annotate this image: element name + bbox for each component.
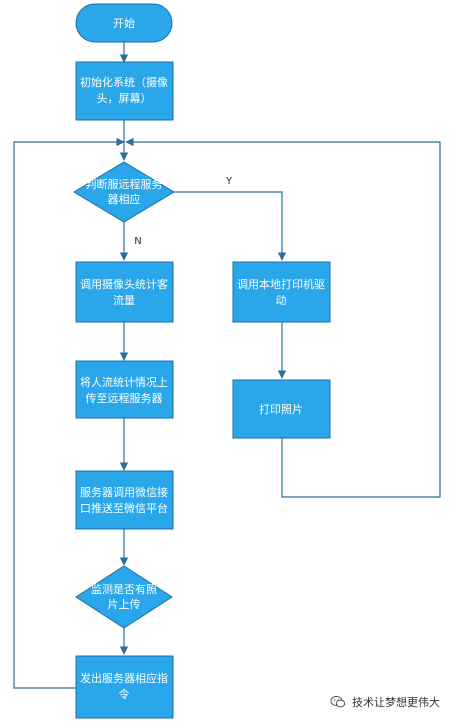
upload-label-line2: 传至远程服务器 (86, 392, 163, 405)
call-camera-label-line1: 调用摄像头统计客 (80, 277, 168, 291)
call-camera-label-line2: 流量 (113, 293, 135, 307)
printer-driver-label-line1: 调用本地打印机驱 (237, 277, 325, 291)
decision1-label-line1: 判断服远程服务 (86, 177, 163, 191)
edge-print-loop-back (125, 137, 441, 498)
start-node (75, 3, 173, 43)
watermark: 技术让梦想更伟大 (330, 694, 440, 710)
yes-label: Y (225, 176, 233, 187)
call-camera-node (75, 261, 174, 323)
push-label-line2: 口推送至微信平台 (80, 501, 168, 515)
decision2-label-line1: 监测是否有照 (91, 582, 157, 596)
push-label-line1: 服务器调用微信接 (80, 485, 168, 499)
print-photo-node (232, 379, 331, 439)
edge-decision1-to-printer (174, 191, 287, 261)
decision1-label-line2: 器相应 (108, 192, 141, 206)
command-node (75, 655, 174, 719)
edge-command-loop-back (13, 137, 125, 689)
push-node (75, 470, 174, 530)
connectors (13, 42, 441, 689)
decision2-label-line2: 片上传 (108, 598, 141, 611)
print-photo-label: 打印照片 (259, 402, 303, 416)
wechat-icon (330, 695, 346, 708)
start-label: 开始 (113, 16, 135, 30)
printer-driver-label-line2: 动 (276, 294, 287, 307)
command-label-line1: 发出服务器相应指 (80, 671, 168, 685)
init-label-line1: 初始化系统（摄像 (80, 75, 168, 89)
no-label: N (134, 236, 141, 247)
decision2-node (75, 565, 173, 629)
decision1-node (73, 161, 175, 223)
upload-node (75, 360, 174, 419)
command-label-line2: 令 (119, 687, 130, 701)
watermark-text: 技术让梦想更伟大 (352, 696, 440, 709)
upload-label-line1: 将人流统计情况上 (80, 375, 168, 389)
init-label-line2: 头，屏幕） (97, 91, 152, 105)
printer-driver-node (232, 261, 331, 323)
init-node (75, 61, 174, 121)
